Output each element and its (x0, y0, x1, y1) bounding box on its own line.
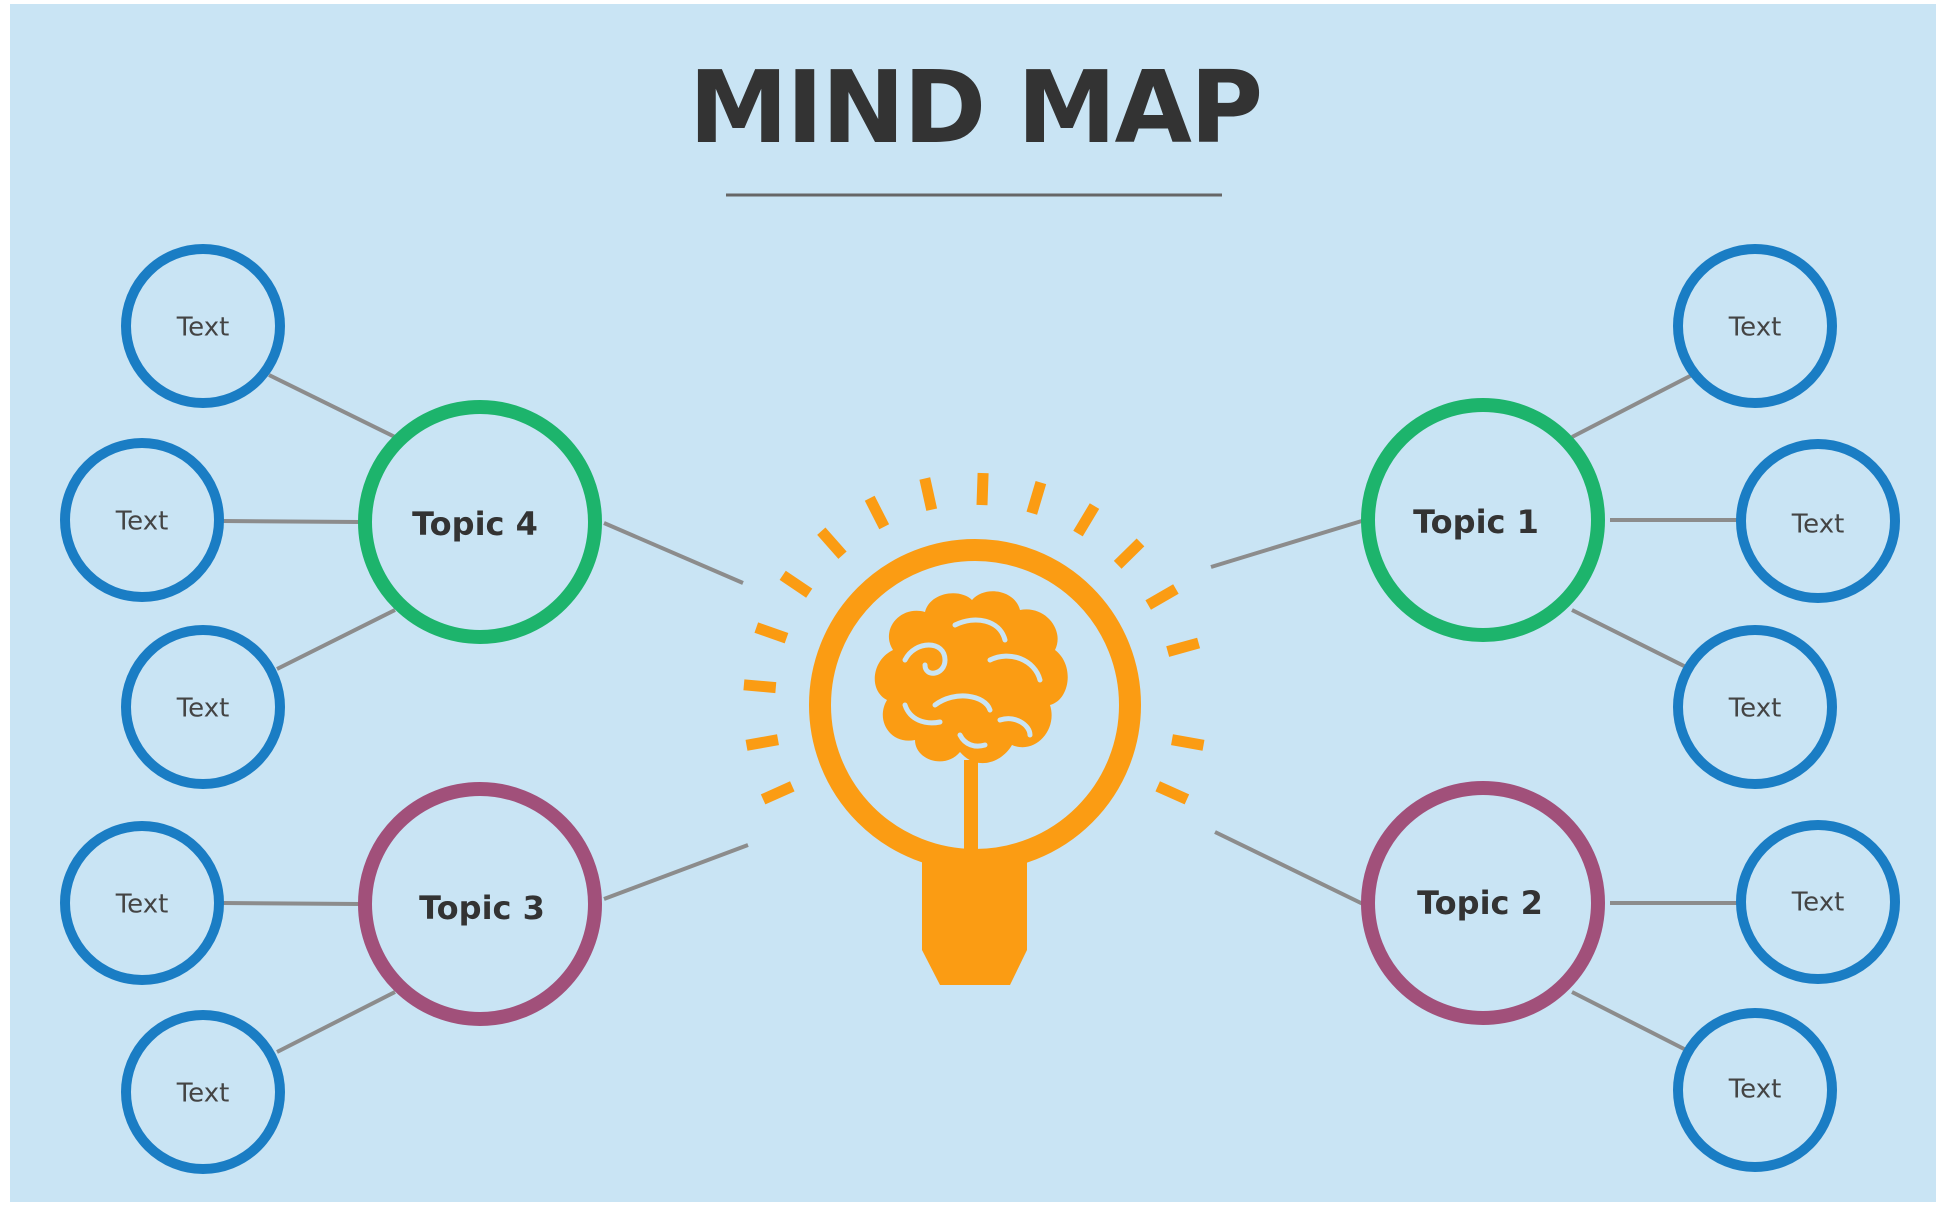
topic-2-ring (1361, 781, 1605, 1025)
topic-3-leaf-1[interactable]: Text (60, 821, 224, 985)
light-rays (743, 472, 1205, 805)
topic-4-leaf-2[interactable]: Text (60, 438, 224, 602)
topic-3-node[interactable]: Topic 3 (358, 782, 602, 1026)
leaf-ring (1736, 439, 1900, 603)
leaf-ring (1673, 625, 1837, 789)
topic-1-label: Topic 1 (1413, 503, 1539, 541)
leaf-ring (1673, 1008, 1837, 1172)
bulb-filament (964, 760, 978, 860)
leaf-label: Text (1791, 510, 1845, 540)
leaf-ring (1736, 820, 1900, 984)
leaf-ring (1673, 244, 1837, 408)
light-ray (760, 781, 795, 805)
topic-3-ring (358, 782, 602, 1026)
leaf-label: Text (1791, 888, 1845, 918)
connector-center-topic-3 (603, 843, 749, 901)
topic-2-node[interactable]: Topic 2 (1361, 781, 1605, 1025)
bulb-base (922, 855, 1027, 985)
leaf-label: Text (1728, 313, 1782, 343)
light-ray (1145, 584, 1179, 610)
leaf-label: Text (1728, 694, 1782, 724)
leaf-ring (60, 821, 224, 985)
leaf-ring (121, 244, 285, 408)
connector-center-topic-4 (603, 521, 744, 585)
light-ray (919, 477, 938, 511)
topic-4-node[interactable]: Topic 4 (358, 400, 602, 644)
topic-4-leaf-3[interactable]: Text (121, 625, 285, 789)
light-ray (743, 679, 777, 694)
leaf-label: Text (176, 313, 230, 343)
brain-folds (902, 617, 1043, 749)
topic-1-leaf-3[interactable]: Text (1673, 625, 1837, 789)
leaf-label: Text (1728, 1075, 1782, 1105)
light-ray (1155, 781, 1190, 805)
topic-2-leaf-1[interactable]: Text (1736, 820, 1900, 984)
light-ray (1026, 481, 1047, 515)
topic-3-label: Topic 3 (419, 889, 545, 927)
topic-4-label: Topic 4 (412, 505, 538, 543)
nodes: Topic 4 Text Text Text Topic 3 Text Text (60, 244, 1900, 1174)
leaf-label: Text (176, 1079, 230, 1109)
light-ray (1113, 538, 1145, 569)
light-ray (1171, 734, 1205, 751)
connector-center-topic-2 (1214, 830, 1366, 907)
topic-1-leaf-2[interactable]: Text (1736, 439, 1900, 603)
topic-4-ring (358, 400, 602, 644)
connector-center-topic-1 (1210, 518, 1366, 569)
light-ray (1073, 503, 1100, 537)
leaf-label: Text (176, 694, 230, 724)
connector-topic-4-leaf-3 (276, 608, 396, 671)
topic-1-ring (1361, 398, 1605, 642)
topic-2-leaf-2[interactable]: Text (1673, 1008, 1837, 1172)
leaf-label: Text (115, 890, 169, 920)
diagram-title: MIND MAP (689, 49, 1261, 166)
connector-topic-3-leaf-2 (276, 990, 396, 1054)
connector-topic-3-leaf-1 (221, 901, 361, 906)
leaf-ring (121, 625, 285, 789)
leaf-ring (60, 438, 224, 602)
light-ray (779, 570, 813, 598)
connector-topic-4-leaf-2 (221, 519, 361, 524)
topic-4-leaf-1[interactable]: Text (121, 244, 285, 408)
light-ray (745, 734, 779, 751)
light-ray (976, 472, 989, 506)
light-ray (1166, 637, 1201, 657)
leaf-ring (121, 1010, 285, 1174)
topic-2-label: Topic 2 (1417, 884, 1543, 922)
lightbulb-brain-icon (743, 472, 1205, 985)
connector-topic-4-leaf-1 (268, 373, 396, 439)
light-ray (754, 622, 789, 644)
topic-1-node[interactable]: Topic 1 (1361, 398, 1605, 642)
topic-1-leaf-1[interactable]: Text (1673, 244, 1837, 408)
leaf-label: Text (115, 507, 169, 537)
topic-3-leaf-2[interactable]: Text (121, 1010, 285, 1174)
brain-icon (874, 591, 1068, 764)
connector-topic-1-leaf-1 (1571, 373, 1693, 439)
connectors (221, 373, 1740, 1054)
light-ray (817, 527, 847, 559)
connector-topic-2-leaf-2 (1571, 990, 1691, 1054)
connector-topic-1-leaf-3 (1571, 608, 1691, 671)
light-ray (864, 495, 890, 530)
